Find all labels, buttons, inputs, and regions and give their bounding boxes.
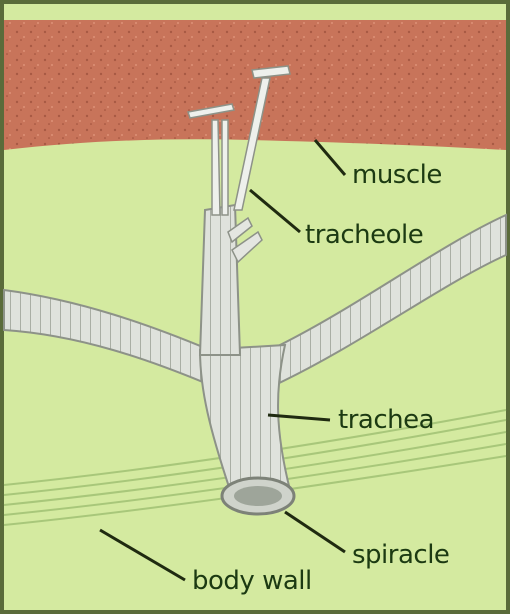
spiracle-hole xyxy=(234,486,282,506)
label-tracheole: tracheole xyxy=(305,220,423,250)
label-body-wall: body wall xyxy=(192,566,312,596)
label-muscle: muscle xyxy=(352,160,442,190)
label-spiracle: spiracle xyxy=(352,540,449,570)
label-trachea: trachea xyxy=(338,405,434,435)
